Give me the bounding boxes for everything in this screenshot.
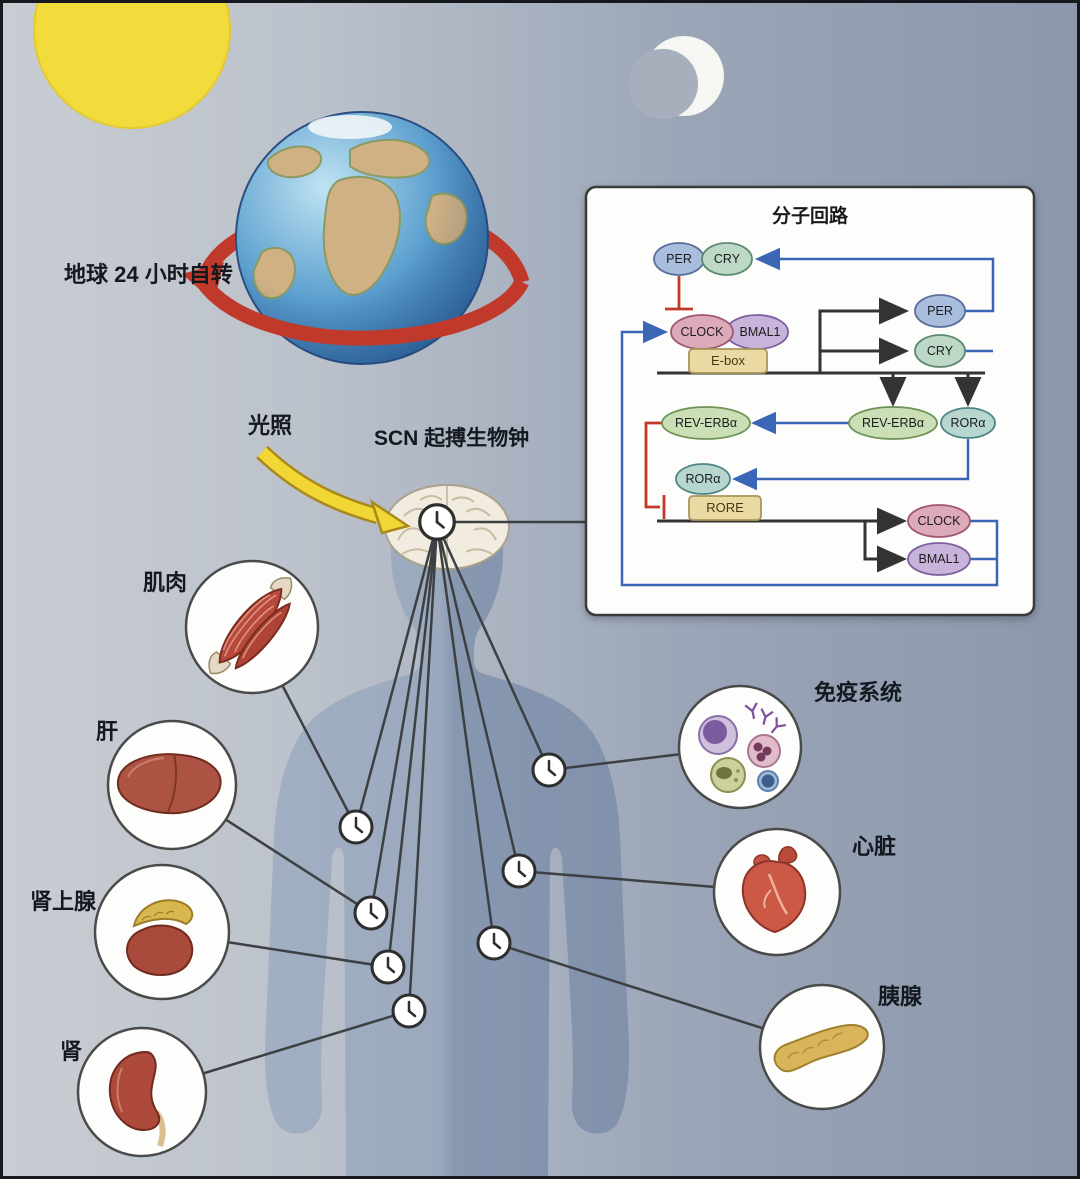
ebox-element [688,348,768,374]
node-bmal1-right [907,542,971,576]
peripheral-clock-icon [501,853,537,889]
kidney-illustration [108,1050,166,1147]
node-cry-complex-label: CRY [714,252,741,266]
rotation-arrowhead [182,262,224,302]
peripheral-clock-icon [338,809,374,845]
organ-circle-adrenal [93,863,231,1001]
adrenal-illustration [126,899,194,976]
organ-circle-kidney [76,1026,208,1158]
rore-label: RORE [706,500,744,515]
node-cry-complex [701,242,753,276]
node-reverba-right [848,406,938,440]
light-label: 光照 [247,413,292,438]
node-reverba-right-label: REV-ERBα [862,416,924,430]
node-per-complex-label: PER [666,252,692,266]
feedback-lines [620,247,999,587]
rotation-arrow-front [196,277,529,346]
peripheral-clock-icon [391,993,427,1029]
node-rora-right-label: RORα [950,416,985,430]
node-rora-right [940,407,996,439]
rore-element [688,495,762,521]
node-reverba-left [661,406,751,440]
organ-label-adrenal: 肾上腺 [30,889,97,914]
earth-label: 地球 24 小时自转 [64,262,233,287]
organ-circle-muscle [184,559,320,695]
node-reverba-left-label: REV-ERBα [675,416,737,430]
liver-illustration [116,753,222,815]
organ-circle-immune [677,684,803,810]
node-clock-right [907,504,971,538]
node-bmal1-right-label: BMAL1 [919,552,960,566]
scn-clock-icon [418,503,456,541]
light-arrow [256,445,411,535]
clock-network-lines [141,520,823,1094]
organ-circle-pancreas [758,983,886,1111]
node-per-label: PER [927,304,953,318]
scn-label: SCN 起搏生物钟 [374,426,529,450]
inhibition-lines [644,276,693,519]
organ-label-heart: 心脏 [852,834,896,859]
immune-illustration [698,701,787,793]
peripheral-clock-icon [353,895,389,931]
organ-label-muscle: 肌肉 [143,570,187,595]
peripheral-clock-icon [531,752,567,788]
muscle-illustration [208,577,293,675]
node-bmal1-label: BMAL1 [740,325,781,339]
earth-globe [182,111,530,365]
node-per [914,294,966,328]
organ-label-liver: 肝 [96,719,118,744]
organ-circle-heart [712,827,842,957]
peripheral-clock-icon [370,949,406,985]
organ-label-pancreas: 胰腺 [878,984,923,1009]
pancreas-illustration [773,1024,869,1073]
node-clock-label: CLOCK [680,325,724,339]
node-cry-label: CRY [927,344,954,358]
sun-icon [33,0,231,129]
node-clock-right-label: CLOCK [917,514,961,528]
moon-icon [628,36,724,119]
human-silhouette [265,486,629,1179]
node-rora-lower [675,463,731,495]
organ-label-immune: 免疫系统 [814,680,902,705]
peripheral-clock-icon [476,925,512,961]
circuit-panel: 分子回路 PER CRY [584,185,1036,617]
node-rora-lower-label: RORα [685,472,720,486]
heart-illustration [741,846,807,934]
ebox-label: E-box [711,353,745,368]
organ-circle-liver [106,719,238,851]
node-cry [914,334,966,368]
circuit-title: 分子回路 [772,204,849,227]
organ-label-kidney: 肾 [60,1039,82,1064]
